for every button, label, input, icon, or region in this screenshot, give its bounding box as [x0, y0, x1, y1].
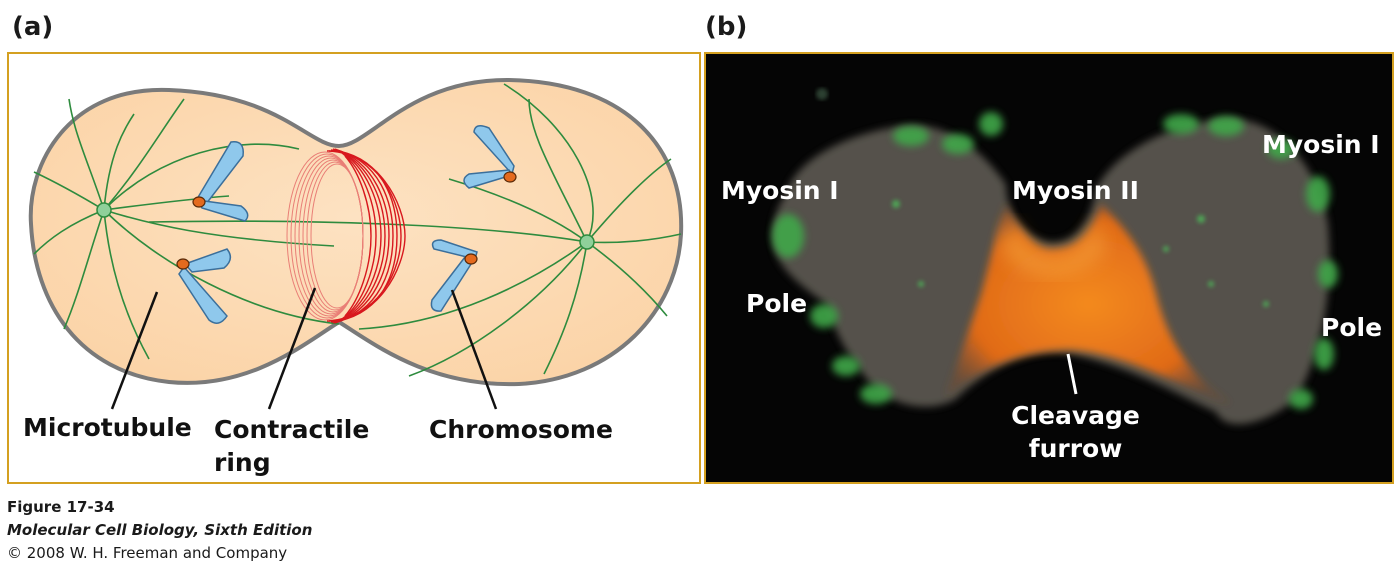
book-title: Molecular Cell Biology, Sixth Edition: [7, 519, 312, 541]
cleavage-furrow-pointer: [1068, 354, 1076, 394]
copyright: © 2008 W. H. Freeman and Company: [7, 542, 287, 564]
contractile-ring-label-line2: ring: [214, 447, 271, 479]
cleavage-furrow-label-line2: furrow: [1008, 433, 1143, 464]
right-centrosome: [580, 235, 594, 249]
cleavage-furrow-label-line1: Cleavage: [1008, 400, 1143, 431]
figure-number: Figure 17-34: [7, 496, 115, 518]
contractile-ring-label-line1: Contractile: [214, 414, 369, 446]
panel-b-micrograph: Myosin I Myosin I Myosin II Pole Pole Cl…: [704, 52, 1394, 484]
pole-right-label: Pole: [1321, 312, 1382, 343]
left-centrosome: [97, 203, 111, 217]
microtubule-label: Microtubule: [23, 412, 192, 444]
chromosome-label: Chromosome: [429, 414, 613, 446]
myosin-i-left-label: Myosin I: [721, 175, 839, 206]
panel-b-letter: (b): [705, 12, 747, 42]
panel-a-diagram: Microtubule Contractile ring Chromosome: [7, 52, 701, 484]
panel-a-letter: (a): [12, 12, 53, 42]
myosin-ii-label: Myosin II: [1012, 175, 1139, 206]
pole-left-label: Pole: [746, 288, 807, 319]
myosin-i-right-label: Myosin I: [1262, 129, 1380, 160]
